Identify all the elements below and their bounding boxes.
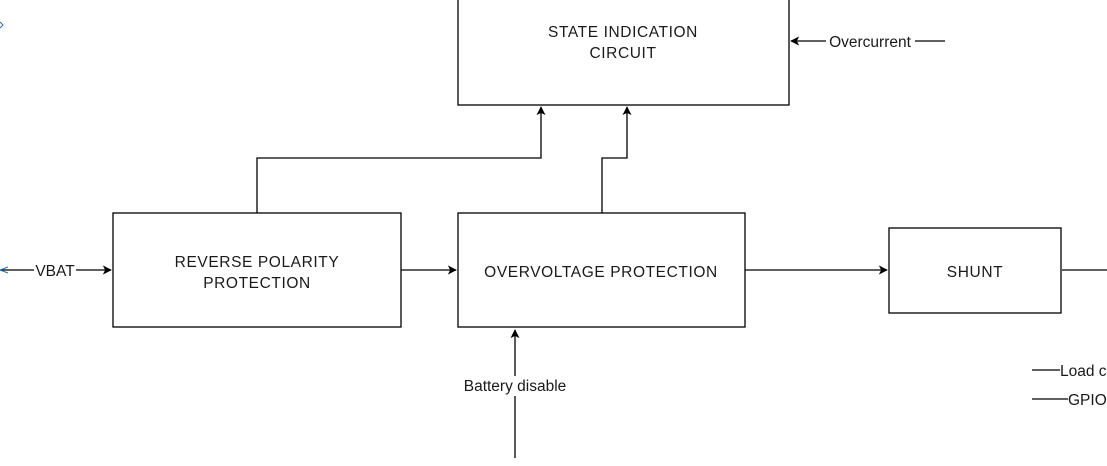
overvoltage-box <box>457 212 746 328</box>
state-indication-block: STATE INDICATION CIRCUIT <box>457 0 790 106</box>
state-indication-label-line1: STATE INDICATION <box>548 24 698 41</box>
gpio-label: GPIO <box>1068 392 1107 409</box>
reverse-polarity-box <box>112 212 402 328</box>
vbat-wire-left-tip <box>0 266 9 274</box>
state-indication-box <box>457 0 790 106</box>
stray-mark <box>0 21 4 29</box>
reverse-polarity-block: REVERSE POLARITY PROTECTION <box>112 212 402 328</box>
load-label: Load c <box>1060 363 1107 380</box>
rp-to-state-wire <box>256 106 546 213</box>
shunt-label: SHUNT <box>947 264 1003 281</box>
overvoltage-block: OVERVOLTAGE PROTECTION <box>457 212 746 328</box>
overvoltage-label: OVERVOLTAGE PROTECTION <box>484 264 718 281</box>
reverse-polarity-label-line1: REVERSE POLARITY <box>175 254 340 271</box>
overcurrent-label: Overcurrent <box>829 34 912 51</box>
battery-disable-label: Battery disable <box>464 378 567 395</box>
battery-disable-label-bg <box>459 376 571 396</box>
shunt-box <box>888 227 1062 314</box>
reverse-polarity-label-line2: PROTECTION <box>203 275 311 292</box>
ov-to-state-wire <box>601 106 632 213</box>
state-indication-label-line2: CIRCUIT <box>589 45 656 62</box>
vbat-label-bg <box>34 260 76 280</box>
shunt-block: SHUNT <box>888 227 1062 314</box>
vbat-label: VBAT <box>35 263 75 280</box>
overcurrent-label-bg <box>826 31 915 51</box>
